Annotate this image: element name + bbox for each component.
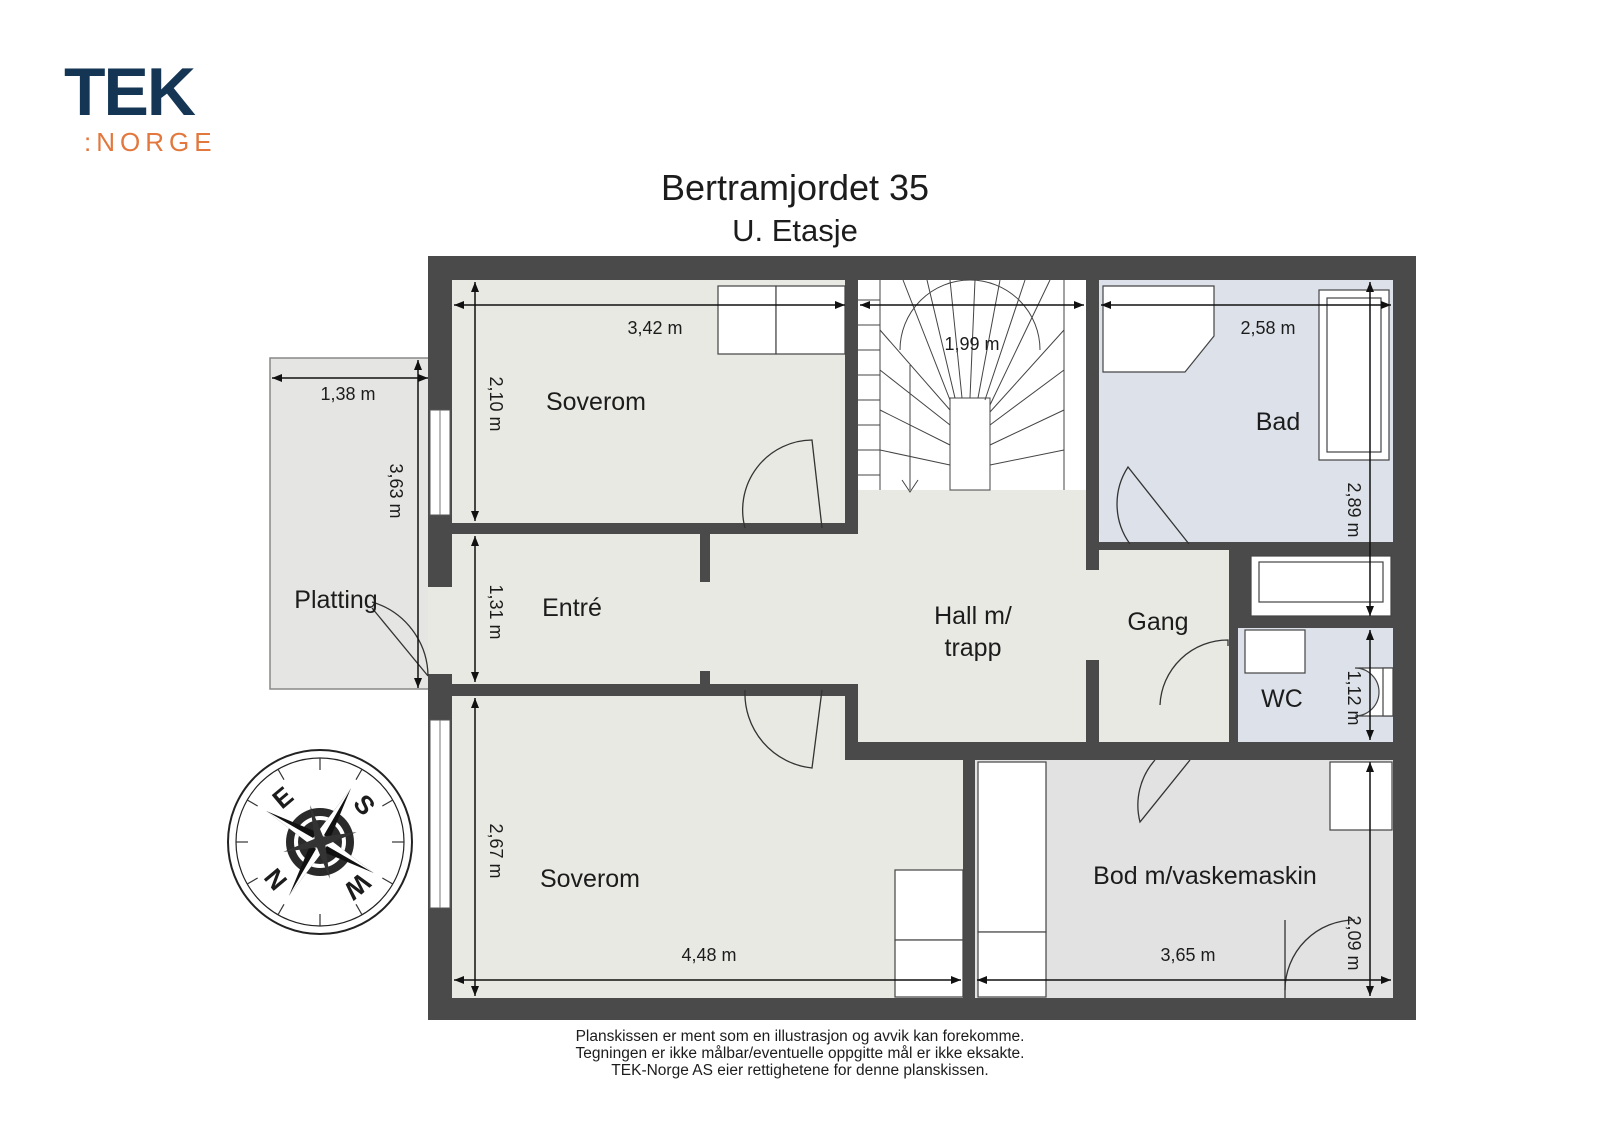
dimension-labels: 3,42 m 2,10 m 1,99 m 2,58 m 2,89 m 1,38 … — [320, 318, 1364, 971]
dim-soverom-bottom-width: 4,48 m — [681, 945, 736, 965]
logo-main: TEK — [64, 54, 196, 130]
logo-sub: :NORGE — [84, 127, 217, 157]
disclaimer-line-3: TEK-Norge AS eier rettighetene for denne… — [611, 1062, 988, 1079]
dim-soverom-bottom-height: 2,67 m — [486, 823, 506, 878]
dim-bad-width: 2,58 m — [1240, 318, 1295, 338]
compass-rose: E S W N — [227, 749, 413, 935]
floor-gang — [1099, 550, 1229, 742]
wc-sink — [1244, 629, 1306, 674]
cabinet-bottom — [894, 869, 964, 941]
staircase — [858, 279, 1065, 493]
dim-soverom-top-width: 3,42 m — [627, 318, 682, 338]
room-labels: Soverom Entré Hall m/ trapp Bad Gang WC … — [294, 388, 1317, 893]
disclaimer: Planskissen er ment som en illustrasjon … — [576, 1028, 1025, 1079]
room-entre: Entré — [542, 594, 602, 622]
windows — [429, 409, 451, 909]
wardrobe — [717, 285, 777, 355]
room-wc: WC — [1261, 685, 1303, 713]
disclaimer-line-2: Tegningen er ikke målbar/eventuelle oppg… — [576, 1045, 1025, 1062]
dim-platting-height: 3,63 m — [386, 463, 406, 518]
dim-entre-height: 1,31 m — [486, 584, 506, 639]
dim-bod-width: 3,65 m — [1160, 945, 1215, 965]
room-bod: Bod m/vaskemaskin — [1093, 862, 1317, 890]
room-soverom-top: Soverom — [546, 388, 646, 416]
room-hall-line1: Hall m/ — [934, 602, 1012, 630]
entrance-opening — [428, 587, 452, 674]
page-subtitle: U. Etasje — [732, 213, 858, 248]
shelf-unit — [1329, 761, 1393, 831]
page-title: Bertramjordet 35 — [661, 167, 929, 208]
dimension-lines — [272, 282, 1391, 996]
dim-wc-height: 1,12 m — [1344, 670, 1364, 725]
room-bad: Bad — [1256, 408, 1300, 436]
dim-bad-height: 2,89 m — [1344, 482, 1364, 537]
dim-soverom-top-height: 2,10 m — [486, 376, 506, 431]
dim-bod-height: 2,09 m — [1344, 915, 1364, 970]
dim-platting-width: 1,38 m — [320, 384, 375, 404]
room-hall-line2: trapp — [945, 634, 1002, 662]
room-soverom-bottom: Soverom — [540, 865, 640, 893]
fixtures — [717, 285, 1394, 998]
interior-walls — [452, 280, 1393, 998]
dim-stair-width: 1,99 m — [944, 334, 999, 354]
washing-machine — [977, 761, 1047, 933]
tek-norge-logo: TEK :NORGE — [64, 54, 217, 157]
disclaimer-line-1: Planskissen er ment som en illustrasjon … — [576, 1028, 1025, 1045]
platting-area — [269, 357, 431, 690]
room-platting: Platting — [294, 586, 377, 614]
room-gang: Gang — [1127, 608, 1188, 636]
